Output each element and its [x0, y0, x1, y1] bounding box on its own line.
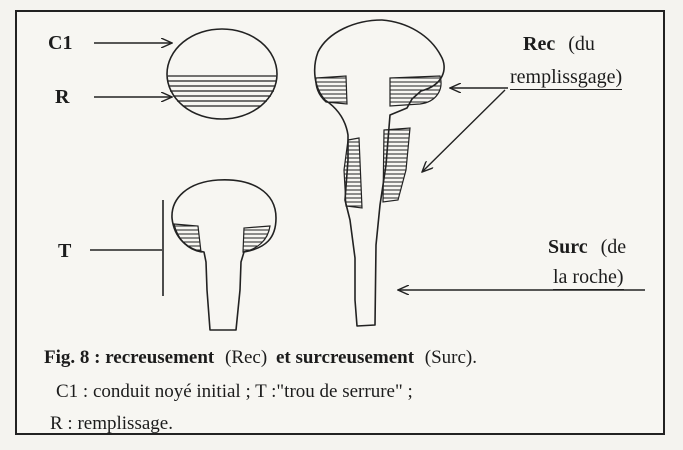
caption-abbr-surc: (Surc).: [425, 347, 477, 368]
label-r: R: [55, 86, 69, 108]
label-surc-title: Surc: [548, 236, 588, 258]
keyhole-shape: [163, 180, 276, 330]
caption-abbr-rec: (Rec): [225, 347, 267, 368]
initial-conduit-shape: [167, 29, 277, 119]
label-surc-line2: la roche): [553, 266, 624, 290]
caption-term-surcreusement: surcreusement: [295, 347, 414, 368]
deepened-conduit-shape: [315, 20, 444, 326]
rec-hatch-right: [390, 76, 441, 106]
surc-hatch-left: [344, 138, 362, 208]
surc-hatch-right: [383, 128, 410, 202]
caption-separator: :: [89, 347, 105, 368]
label-surc: Surc (de: [548, 236, 626, 258]
figure-caption-line2: C1 : conduit noyé initial ; T :"trou de …: [56, 380, 413, 404]
label-surc-de: (de: [601, 236, 627, 258]
label-c1: C1: [48, 32, 72, 54]
label-t: T: [58, 240, 71, 262]
caption-fig-label: Fig. 8: [44, 347, 89, 368]
figure-caption-line1: Fig. 8 : recreusement (Rec) et surcreuse…: [44, 346, 477, 370]
keyhole-outline: [172, 180, 276, 330]
rec-arrow-lower: [422, 90, 505, 172]
caption-term-recreusement: recreusement: [105, 347, 214, 368]
deepened-conduit-outline: [315, 20, 444, 326]
label-rec: Rec (du: [523, 33, 595, 55]
label-rec-du: (du: [568, 33, 595, 55]
infill-hatching: [168, 76, 276, 106]
keyhole-hatch-left: [174, 224, 201, 252]
figure-caption-line3: R : remplissage.: [50, 412, 173, 436]
rec-hatch-left: [316, 76, 347, 104]
caption-et: et: [276, 347, 291, 368]
label-rec-line2: remplissgage): [510, 66, 622, 90]
label-rec-title: Rec: [523, 33, 555, 55]
